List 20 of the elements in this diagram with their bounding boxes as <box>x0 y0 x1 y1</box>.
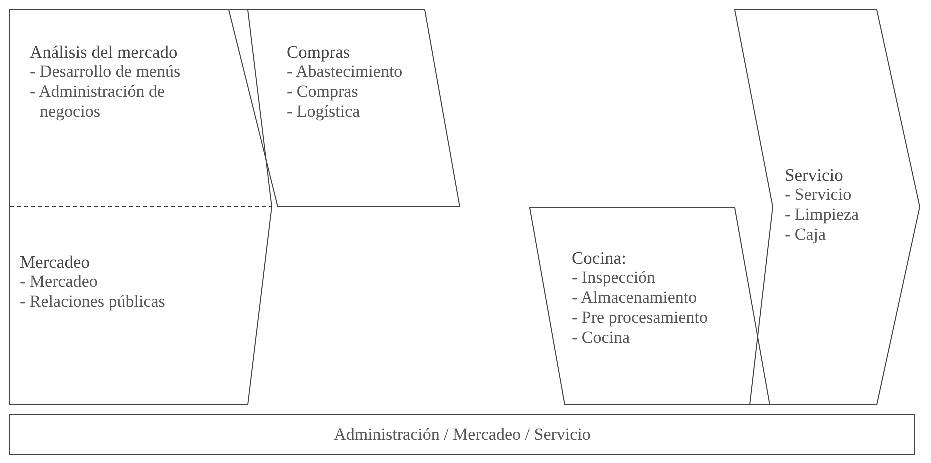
heading: Servicio <box>785 165 844 185</box>
list-item: - Desarrollo de menús <box>30 62 182 82</box>
list-item: - Inspección <box>572 268 657 288</box>
list-item: - Logística <box>287 102 362 122</box>
list-item: - Relaciones públicas <box>20 292 166 312</box>
list-item: - Mercadeo <box>20 272 99 292</box>
bar-label: Administración / Mercadeo / Servicio <box>333 425 592 445</box>
list-item: - Almacenamiento <box>572 288 698 308</box>
list-item: - Administración de negocios <box>30 82 166 122</box>
heading: Análisis del mercado <box>30 42 179 62</box>
heading: Compras <box>287 42 352 62</box>
list-item: - Cocina <box>572 328 632 348</box>
list-item: - Caja <box>785 225 828 245</box>
list-item: - Abastecimiento <box>287 62 404 82</box>
list-item: - Compras <box>287 82 360 102</box>
list-item: - Limpieza <box>785 205 860 225</box>
heading: Cocina: <box>572 248 628 268</box>
list-item: - Servicio <box>785 185 853 205</box>
list-item: - Pre procesamiento <box>572 308 709 328</box>
heading: Mercadeo <box>20 252 91 272</box>
